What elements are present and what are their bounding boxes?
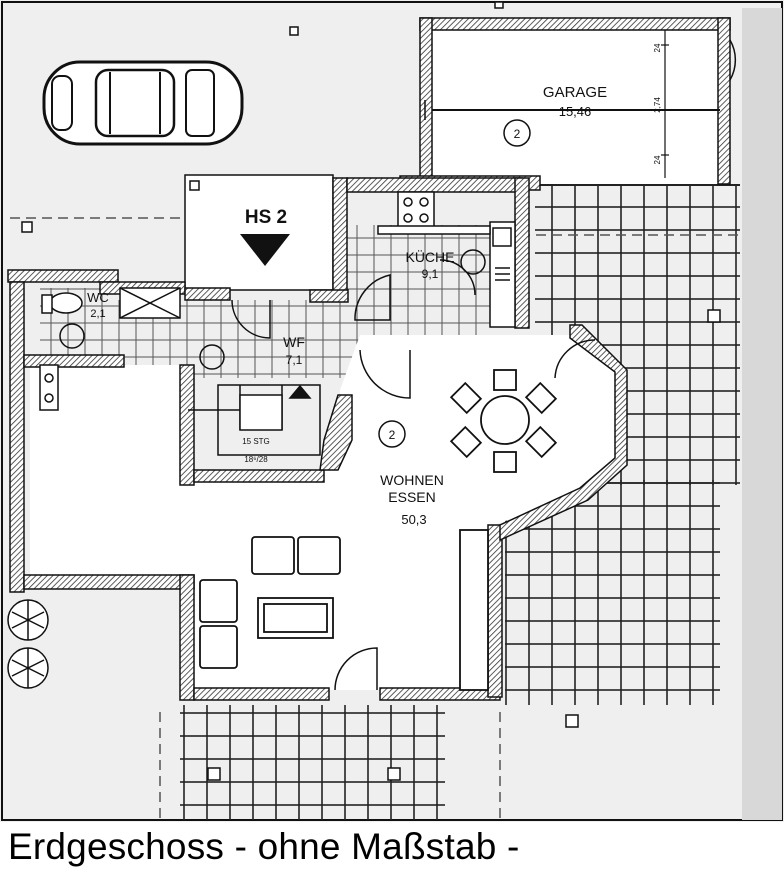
shrub-icons: [7, 599, 49, 689]
door-swings: [231, 259, 596, 691]
floor-plan-frame: GARAGE 15,46 2 24 2,74 24 HS 2 KÜCHE 9,1…: [0, 0, 784, 822]
kitchen-counter: [377, 191, 516, 328]
staircase: [188, 344, 321, 456]
kueche-area: 9,1: [422, 267, 439, 281]
living-furniture: [199, 529, 489, 691]
page-shadow: [742, 8, 782, 820]
wohnen-area: 50,3: [401, 512, 426, 527]
marker-icons: [21, 221, 721, 781]
plan-caption: Erdgeschoss - ohne Maßstab -: [8, 826, 520, 867]
wc-fixtures: [39, 287, 181, 411]
hs-area: [184, 174, 334, 291]
garage-heating-icon: [503, 119, 531, 147]
marker-icon: [189, 180, 200, 191]
wf-area: 7,1: [286, 353, 303, 367]
marker-icon: [494, 1, 504, 9]
garage: [289, 1, 737, 191]
dim-garage-low: 24: [653, 155, 662, 164]
dining-table: [449, 369, 558, 473]
wc-name: WC: [87, 290, 109, 305]
hs-name: HS 2: [245, 207, 287, 228]
dim-garage-top: 24: [653, 43, 662, 52]
living-heating-icon: [378, 420, 406, 448]
kueche-name: KÜCHE: [405, 248, 454, 265]
front-path-tiles: [180, 705, 445, 820]
marker-icon: [289, 26, 299, 36]
wohnen-name-line1: WOHNEN: [380, 472, 444, 488]
stairs-ratio: 18⁶/28: [244, 455, 268, 464]
garage-name: GARAGE: [543, 84, 607, 101]
wohnen-name-line2: ESSEN: [388, 489, 435, 505]
living-heating-number: 2: [389, 428, 396, 442]
garage-heating-number: 2: [514, 127, 521, 141]
garage-area: 15,46: [559, 104, 592, 119]
property-lines: [10, 217, 740, 820]
floor-plan-drawing: GARAGE 15,46 2 24 2,74 24 HS 2 KÜCHE 9,1…: [1, 1, 783, 821]
dim-garage-mid: 2,74: [653, 97, 662, 113]
walls: [7, 177, 628, 701]
car-symbol: [42, 60, 244, 146]
north-arrow-icon: [240, 234, 290, 266]
wc-area: 2,1: [90, 308, 105, 320]
wf-name: WF: [283, 334, 305, 350]
stairs-steps: 15 STG: [242, 437, 270, 446]
